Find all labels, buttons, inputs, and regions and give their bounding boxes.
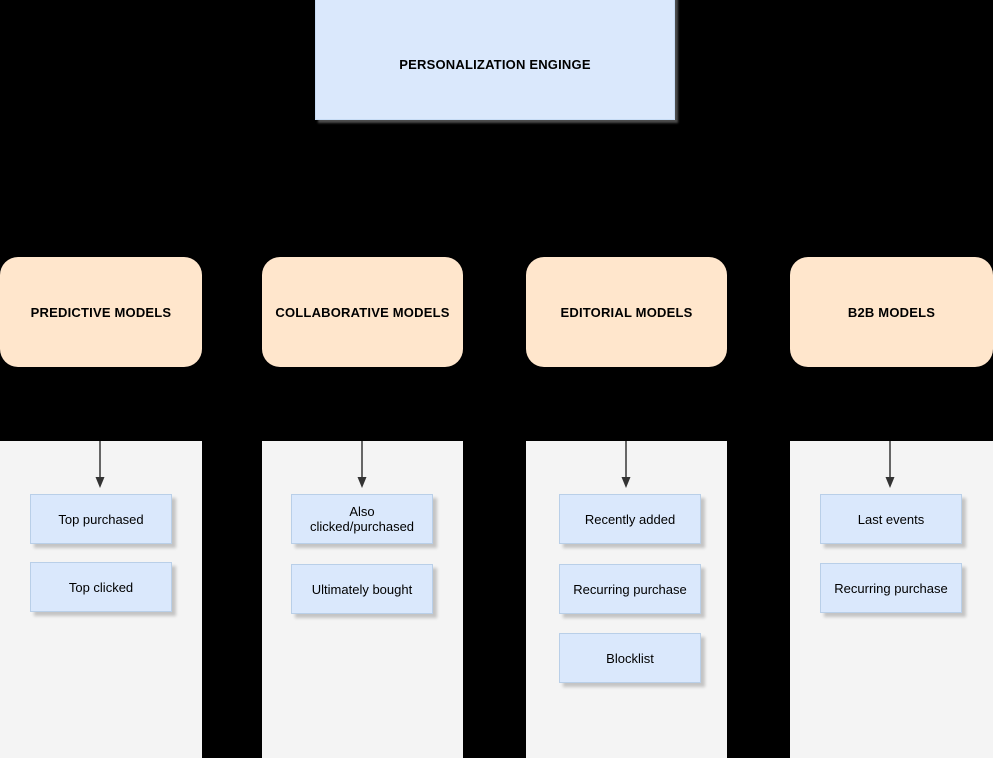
feature-box-label: Top clicked xyxy=(68,579,134,595)
personalization-engine-box[interactable]: PERSONALIZATION ENGINGE xyxy=(315,0,675,120)
model-box-editorial[interactable]: EDITORIAL MODELS xyxy=(526,257,727,367)
feature-box-label: Top purchased xyxy=(58,511,144,527)
feature-box-label: Last events xyxy=(857,511,925,527)
feature-box[interactable]: Last events xyxy=(820,494,962,544)
model-box-label: COLLABORATIVE MODELS xyxy=(275,304,450,320)
model-box-collaborative[interactable]: COLLABORATIVE MODELS xyxy=(262,257,463,367)
feature-box-label: Blocklist xyxy=(606,650,654,666)
feature-box[interactable]: Top purchased xyxy=(30,494,172,544)
feature-box-label: Also clicked/purchased xyxy=(309,504,415,534)
feature-box[interactable]: Top clicked xyxy=(30,562,172,612)
arrow-down-icon xyxy=(355,441,369,489)
feature-box-label: Recurring purchase xyxy=(573,581,687,597)
model-box-label: B2B MODELS xyxy=(847,304,936,320)
feature-box-label: Ultimately bought xyxy=(311,581,413,597)
feature-box[interactable]: Blocklist xyxy=(559,633,701,683)
arrow-down-icon xyxy=(883,441,897,489)
model-box-label: PREDICTIVE MODELS xyxy=(30,304,172,320)
feature-box-label: Recurring purchase xyxy=(834,580,948,596)
feature-box-label: Recently added xyxy=(584,511,676,527)
feature-box[interactable]: Recurring purchase xyxy=(559,564,701,614)
model-box-predictive[interactable]: PREDICTIVE MODELS xyxy=(0,257,202,367)
model-box-label: EDITORIAL MODELS xyxy=(560,304,693,320)
model-box-b2b[interactable]: B2B MODELS xyxy=(790,257,993,367)
feature-box[interactable]: Recurring purchase xyxy=(820,563,962,613)
feature-box[interactable]: Ultimately bought xyxy=(291,564,433,614)
personalization-engine-label: PERSONALIZATION ENGINGE xyxy=(399,56,591,72)
arrow-down-icon xyxy=(93,441,107,489)
feature-box[interactable]: Also clicked/purchased xyxy=(291,494,433,544)
feature-box[interactable]: Recently added xyxy=(559,494,701,544)
arrow-down-icon xyxy=(619,441,633,489)
